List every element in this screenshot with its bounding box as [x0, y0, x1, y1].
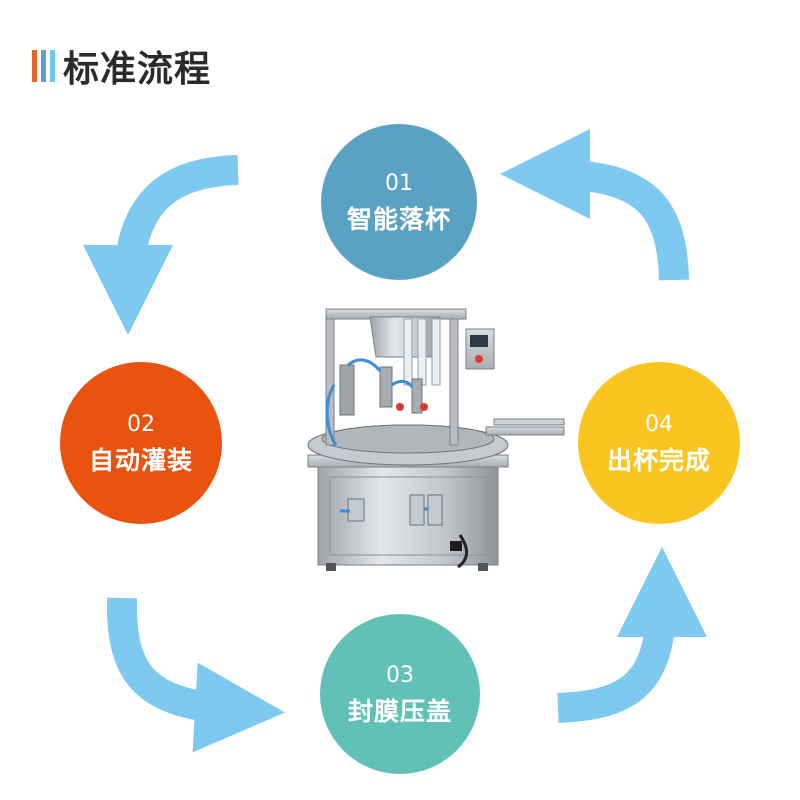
title-bar-blue [41, 50, 46, 82]
step-label: 封膜压盖 [347, 696, 452, 726]
step-number: 02 [127, 411, 155, 437]
page-title: 标准流程 [63, 49, 212, 90]
title-bar-lightblue [50, 50, 55, 82]
step-label: 出杯完成 [606, 445, 711, 475]
step-node-01: 01 智能落杯 [321, 124, 477, 280]
title-bars-icon [32, 50, 55, 82]
title-bar-orange [32, 50, 37, 82]
arrow-04-to-01 [500, 129, 689, 281]
arrow-02-to-03 [106, 597, 285, 753]
step-label: 智能落杯 [346, 204, 451, 234]
step-number: 01 [385, 170, 413, 196]
arrow-01-to-02 [83, 155, 239, 335]
step-number: 03 [386, 662, 414, 688]
step-node-04: 04 出杯完成 [578, 362, 740, 524]
step-number: 04 [645, 411, 673, 437]
step-node-02: 02 自动灌装 [60, 362, 222, 524]
step-node-03: 03 封膜压盖 [320, 614, 480, 774]
step-label: 自动灌装 [88, 445, 193, 475]
filling-sealing-machine-icon [307, 308, 565, 571]
arrow-03-to-04 [557, 547, 707, 723]
section-header: 标准流程 [32, 40, 211, 92]
